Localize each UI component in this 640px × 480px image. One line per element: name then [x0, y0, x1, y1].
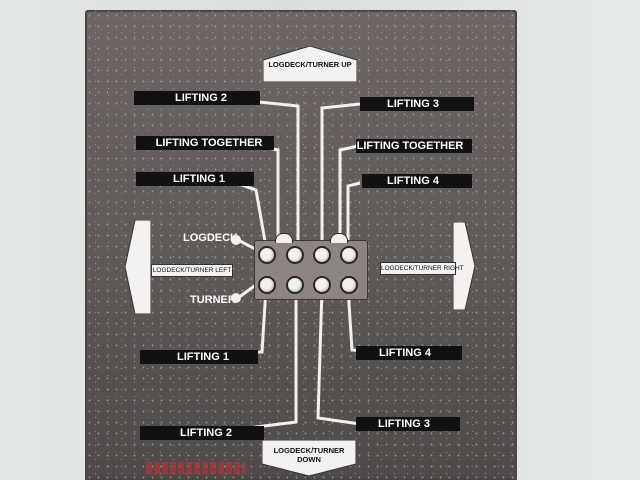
label-lifting-3-top-right: LIFTING 3 [360, 97, 474, 111]
logdeck-pointer-dot [231, 235, 241, 245]
red-marking [146, 462, 246, 474]
logdeck-turner-right-label: LOGDECK/TURNER RIGHT [380, 262, 464, 275]
label-lifting-1-bottom-left: LIFTING 1 [140, 350, 258, 364]
label-lifting-together-left: LIFTING TOGETHER [136, 136, 274, 150]
turner-pointer-dot [231, 293, 241, 303]
turner-label: TURNER [190, 294, 236, 306]
control-lever-3-bottom[interactable] [313, 276, 331, 294]
knob-tab-left [275, 233, 293, 243]
logdeck-turner-down-label: LOGDECK/TURNER DOWN [273, 446, 345, 464]
control-lever-1-bottom[interactable] [258, 276, 276, 294]
label-lifting-2-top-left: LIFTING 2 [134, 91, 260, 105]
control-lever-1-top[interactable] [258, 246, 276, 264]
control-lever-2-top[interactable] [286, 246, 304, 264]
logdeck-turner-left-label: LOGDECK/TURNER LEFT [151, 264, 233, 277]
control-lever-3-top[interactable] [313, 246, 331, 264]
down-arrow-shape [262, 440, 356, 476]
label-lifting-3-bottom-right: LIFTING 3 [356, 417, 460, 431]
label-lifting-2-bottom-left: LIFTING 2 [140, 426, 264, 440]
up-arrow-shape [263, 46, 357, 82]
logdeck-label: LOGDECK [183, 232, 238, 244]
label-lifting-4-bottom-right: LIFTING 4 [356, 346, 462, 360]
label-lifting-4-top-right: LIFTING 4 [362, 174, 472, 188]
logdeck-turner-up-label: LOGDECK/TURNER UP [268, 60, 352, 69]
left-arrow-shape [125, 220, 151, 314]
label-lifting-together-right: LIFTING TOGETHER [356, 139, 472, 153]
control-lever-2-bottom[interactable] [286, 276, 304, 294]
right-arrow-shape [453, 222, 475, 310]
control-lever-4-top[interactable] [340, 246, 358, 264]
knob-tab-right [330, 233, 348, 243]
control-lever-4-bottom[interactable] [340, 276, 358, 294]
label-lifting-1-top-left: LIFTING 1 [136, 172, 254, 186]
